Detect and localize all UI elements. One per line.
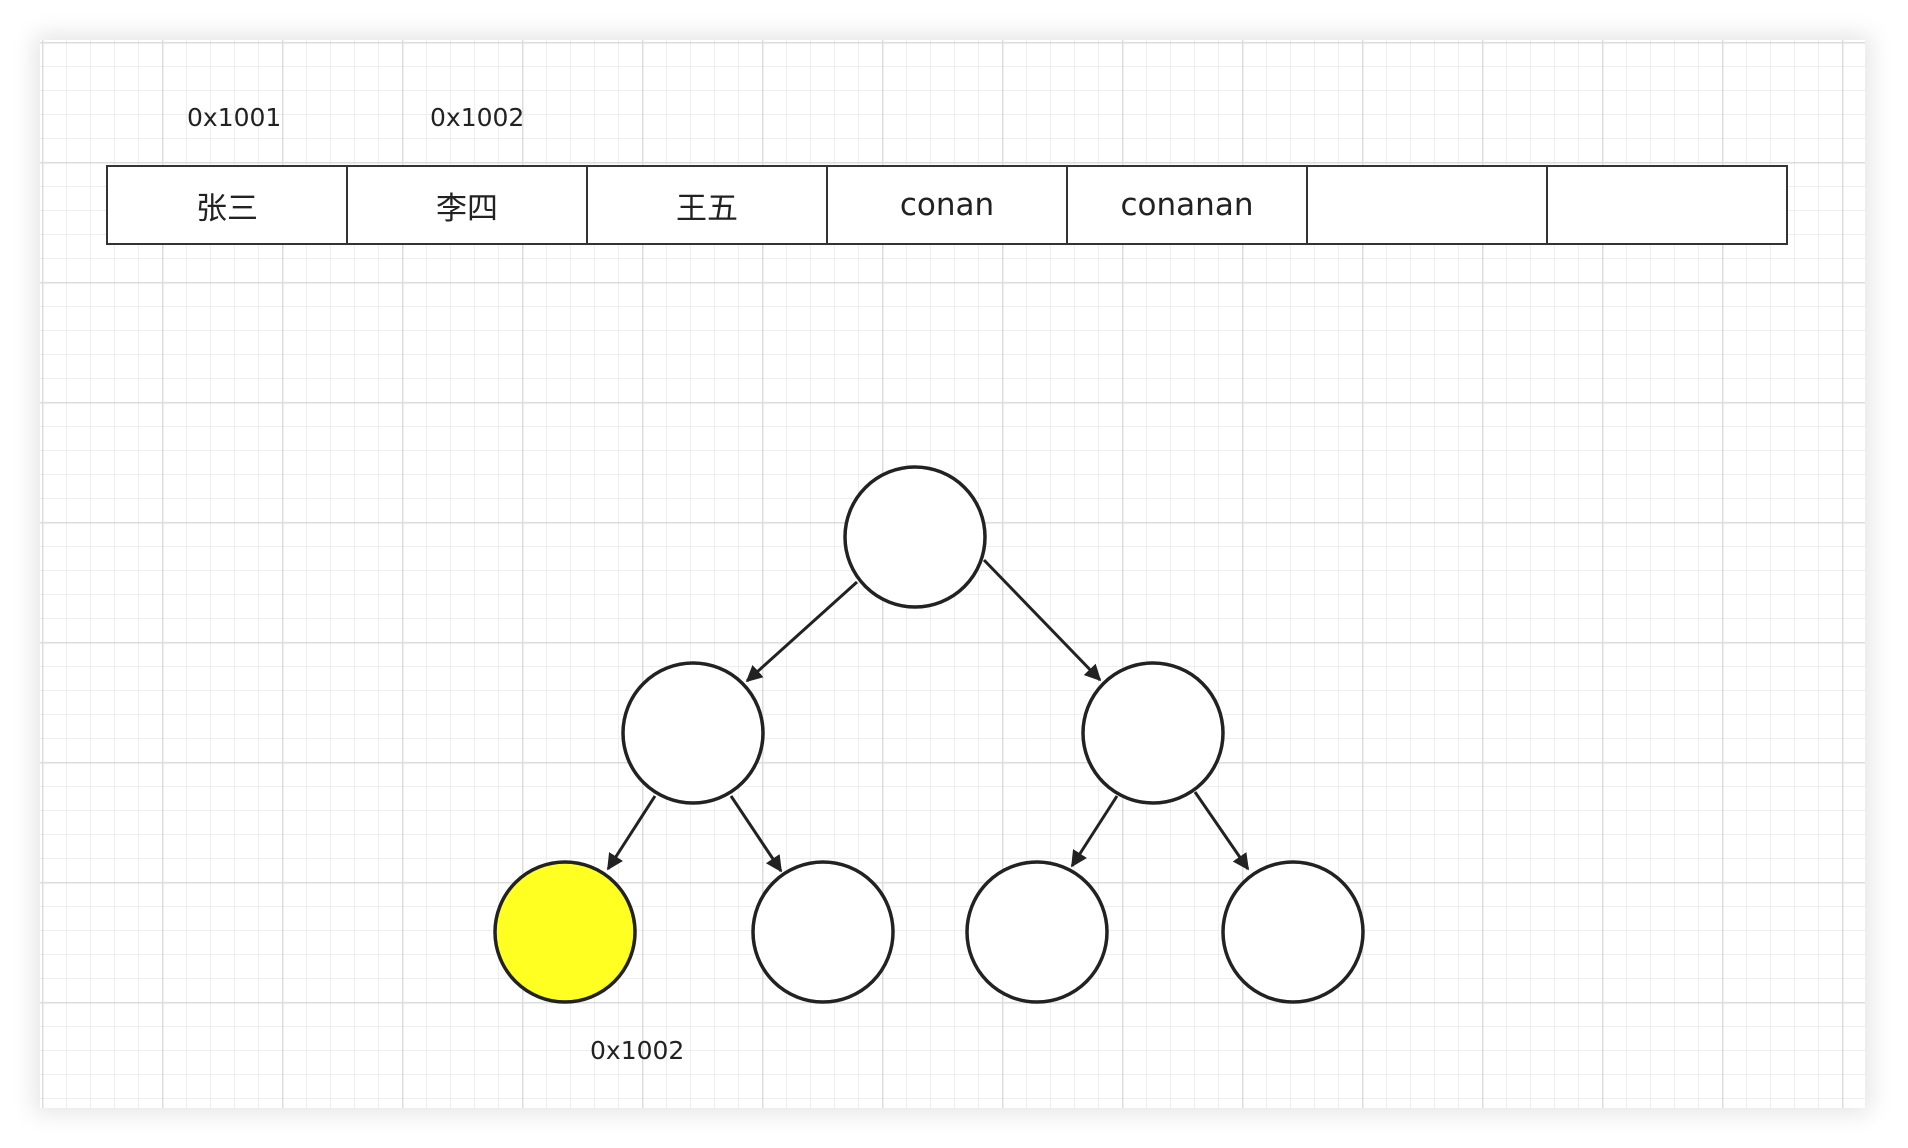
edge-root-left [745,580,859,683]
tree-node-right [1081,661,1225,805]
tree-node-left [621,661,765,805]
edge-right-leftleaf [1070,795,1119,868]
tree-node-right-right-leaf [1221,860,1365,1004]
array-cell-4: conanan [1068,167,1308,243]
edge-left-leftleaf [606,795,657,871]
tree-node-left-left-leaf [493,860,637,1004]
tree-node-right-left-leaf [965,860,1109,1004]
memory-array: 张三 李四 王五 conan conanan [106,165,1788,245]
array-cell-5 [1308,167,1548,243]
edge-right-rightleaf [1193,791,1250,871]
array-cell-3: conan [828,167,1068,243]
tree-node-left-right-leaf [751,860,895,1004]
address-label-0x1001: 0x1001 [187,103,282,132]
tree-node-root [843,465,987,609]
address-label-0x1002: 0x1002 [430,103,525,132]
array-cell-0: 张三 [108,167,348,243]
array-cell-2: 王五 [588,167,828,243]
edge-root-right [982,558,1102,682]
array-cell-1: 李四 [348,167,588,243]
node-address-label: 0x1002 [590,1036,685,1065]
edge-left-rightleaf [729,795,783,873]
